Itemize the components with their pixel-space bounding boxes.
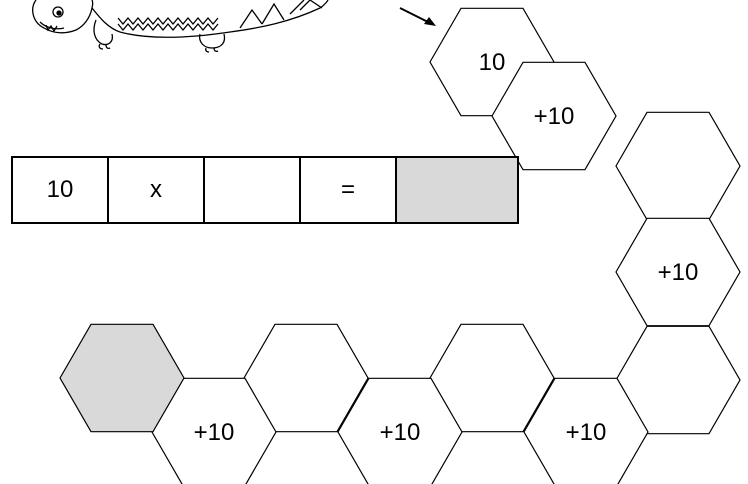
- dinosaur-illustration: [32, 0, 329, 53]
- answer-cell[interactable]: [397, 158, 517, 222]
- hex-cell: +10: [337, 377, 463, 484]
- hex-cell-shape: [337, 377, 463, 484]
- factor-cell: 10: [13, 158, 109, 222]
- hex-cell-shape: [59, 323, 185, 433]
- hex-cell[interactable]: [615, 111, 741, 221]
- hex-cell-shape: [523, 377, 649, 484]
- hex-cell[interactable]: [59, 323, 185, 433]
- hex-cell: +10: [491, 61, 617, 171]
- hex-cell-label: +10: [658, 259, 699, 286]
- hex-cell: +10: [615, 217, 741, 327]
- hex-cell-label: 10: [479, 49, 506, 76]
- hex-cell-label: +10: [534, 103, 575, 130]
- hex-cell-shape: [615, 111, 741, 221]
- times-sign-cell: x: [109, 158, 205, 222]
- blank-factor-cell[interactable]: [205, 158, 301, 222]
- hex-cell: +10: [151, 377, 277, 484]
- hex-cell-label: +10: [380, 419, 421, 446]
- equals-sign-cell: =: [301, 158, 397, 222]
- hex-cell-label: +10: [194, 419, 235, 446]
- hex-cell-label: +10: [566, 419, 607, 446]
- hex-cell-shape: [491, 61, 617, 171]
- hex-cell: +10: [523, 377, 649, 484]
- multiplication-equation-row: 10 x =: [11, 156, 519, 224]
- start-arrow-icon: [399, 7, 436, 26]
